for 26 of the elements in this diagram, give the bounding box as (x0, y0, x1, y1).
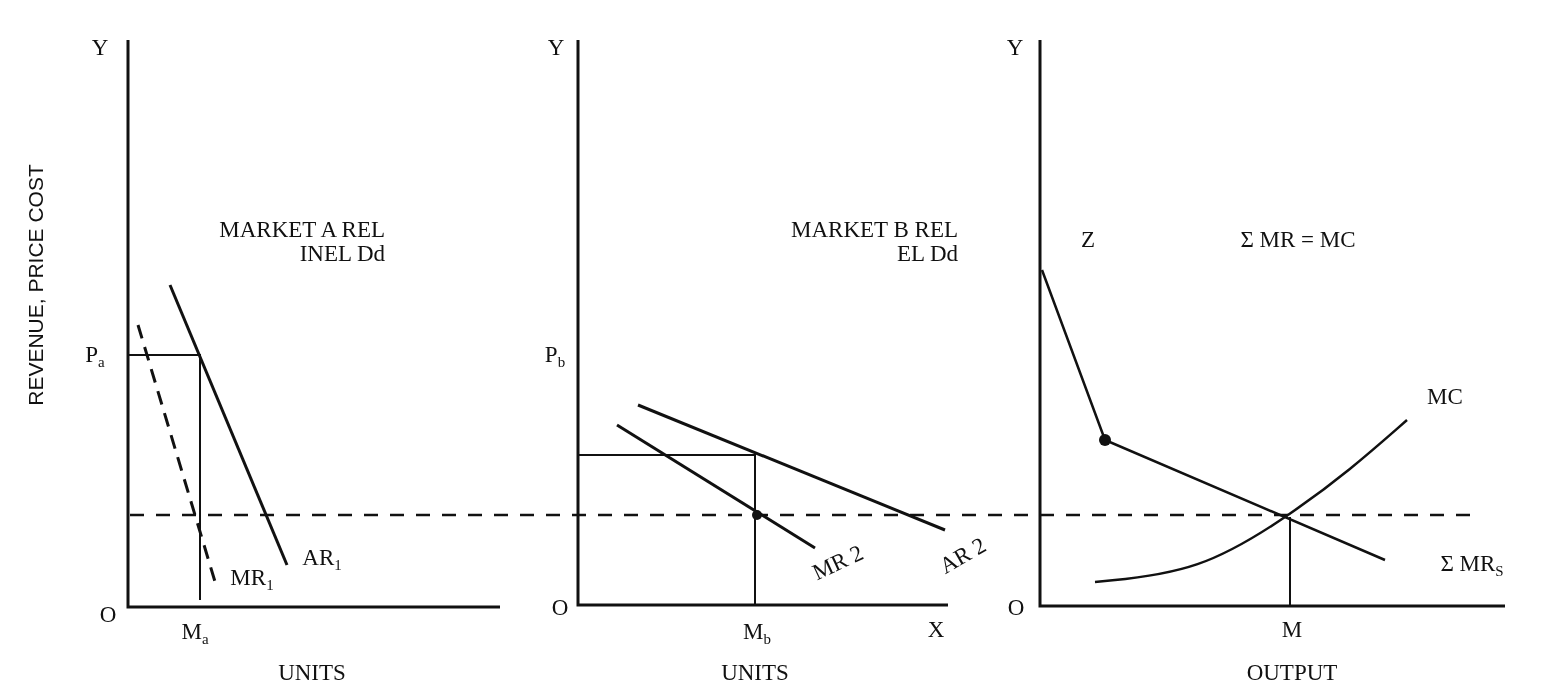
curve-label: Σ MR$_{S}$ (1440, 551, 1504, 581)
axis-title: UNITS (721, 660, 789, 686)
quantity-label: M$_{a}$ (181, 619, 209, 649)
price-label: P$_{b}$ (544, 342, 566, 372)
price-label: P$_{a}$ (85, 342, 105, 372)
origin-label: O (1007, 595, 1025, 621)
origin-label: O (551, 595, 569, 621)
axis-title: REVENUE, PRICE COST (25, 164, 47, 406)
market-label: MARKET B REL EL Dd (790, 218, 958, 267)
equation-label: Σ MR = MC (1240, 227, 1356, 253)
curve-label: AR$_{1}$ (302, 545, 342, 575)
curve-label: MR 2 (808, 540, 868, 586)
quantity-label: M$_{b}$ (743, 619, 771, 649)
curve-label: MR$_{1}$ (230, 565, 274, 595)
origin-label: O (99, 602, 117, 628)
market-label: MARKET A REL INEL Dd (218, 218, 385, 267)
axis-label: Y (1006, 35, 1024, 61)
curve-label: AR 2 (935, 533, 991, 579)
axis-title: UNITS (278, 660, 346, 686)
quantity-label: M (1281, 617, 1303, 643)
axis-title: OUTPUT (1246, 660, 1338, 686)
curve-label: MC (1427, 384, 1463, 410)
point-label: Z (1080, 227, 1096, 253)
axis-label: X (927, 617, 945, 643)
axis-label: Y (91, 35, 109, 61)
axis-label: Y (547, 35, 565, 61)
